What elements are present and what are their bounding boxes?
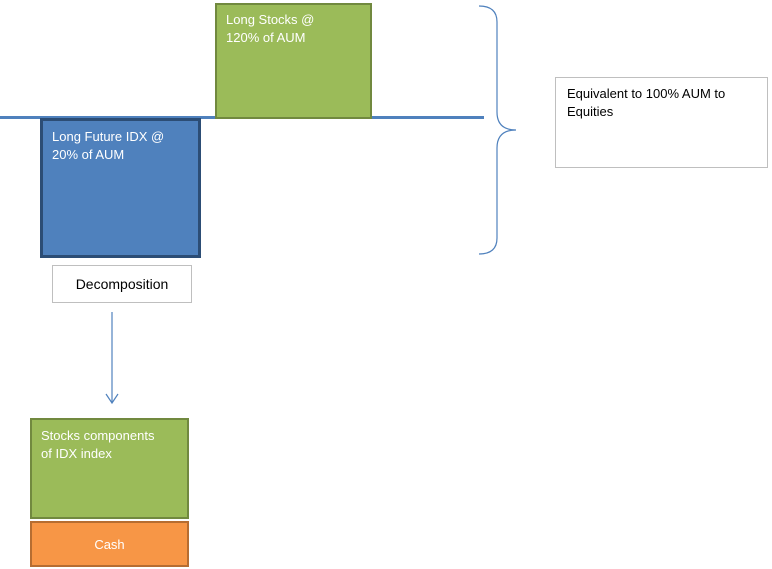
decomposition-arrowhead	[105, 393, 119, 405]
stocks-components-line2: of IDX index	[41, 446, 112, 461]
long-future-line1: Long Future IDX @	[52, 129, 165, 144]
stocks-components-line1: Stocks components	[41, 428, 155, 443]
long-stocks-line1: Long Stocks @	[226, 12, 315, 27]
long-stocks-box: Long Stocks @ 120% of AUM	[215, 3, 372, 119]
cash-box: Cash	[30, 521, 189, 567]
equivalent-line1: Equivalent to 100% AUM to	[567, 86, 726, 101]
cash-label: Cash	[94, 536, 125, 552]
long-stocks-line2: 120% of AUM	[226, 30, 306, 45]
equivalent-line2: Equities	[567, 104, 614, 119]
long-future-box: Long Future IDX @ 20% of AUM	[40, 118, 201, 258]
long-future-line2: 20% of AUM	[52, 147, 125, 162]
decomposition-label: Decomposition	[75, 276, 169, 292]
curly-brace	[478, 5, 517, 255]
decomposition-box: Decomposition	[52, 265, 192, 303]
equivalent-box: Equivalent to 100% AUM to Equities	[555, 77, 768, 168]
stocks-components-box: Stocks components of IDX index	[30, 418, 189, 519]
